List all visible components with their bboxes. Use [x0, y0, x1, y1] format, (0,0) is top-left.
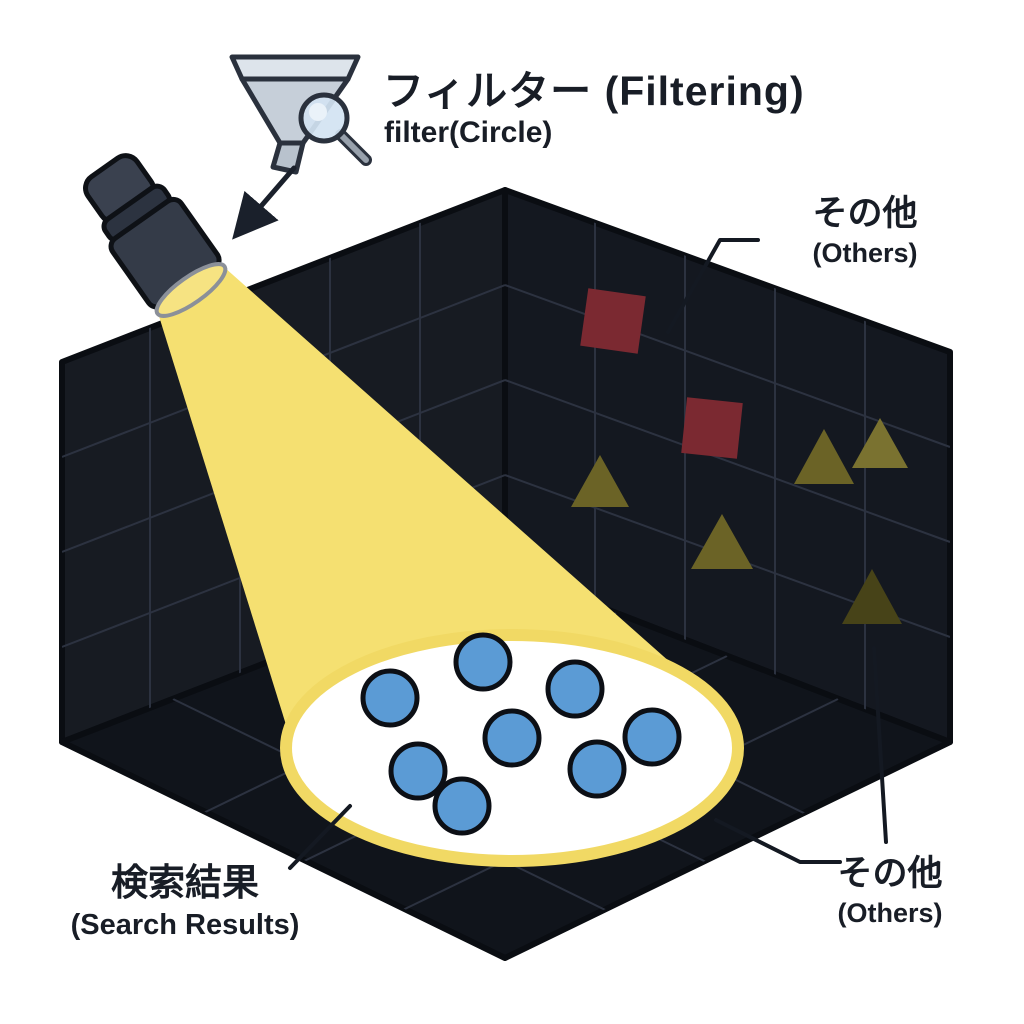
- result-circle: [360, 668, 420, 728]
- noise-triangle: [794, 429, 854, 484]
- others-top-label-jp: その他: [812, 194, 918, 233]
- funnel-rim: [229, 54, 361, 82]
- others-top-label: その他 (Others): [770, 194, 960, 269]
- others-bottom-label-jp: その他: [837, 854, 943, 893]
- noise-triangle: [691, 514, 753, 569]
- noise-triangle: [852, 418, 908, 468]
- result-circle: [388, 741, 448, 801]
- flashlight-icon: [83, 153, 228, 318]
- result-circle: [622, 707, 682, 767]
- result-circle: [432, 776, 492, 836]
- result-circle: [482, 708, 542, 768]
- result-circles: [360, 632, 682, 836]
- noise-shapes: [571, 288, 908, 624]
- results-leader: [288, 804, 352, 870]
- result-circle: [545, 659, 605, 719]
- search-results-label: 検索結果 (Search Results): [30, 862, 340, 942]
- result-circle: [453, 632, 513, 692]
- others-bottom-leader-pool: [714, 818, 842, 864]
- others-top-leader: [666, 238, 760, 334]
- others-bottom-label-en: (Others): [837, 898, 943, 929]
- others-top-label-en: (Others): [812, 238, 918, 269]
- others-bottom-label: その他 (Others): [795, 854, 985, 929]
- others-bottom-leader-wall: [872, 646, 888, 844]
- annotation-lines: [288, 238, 888, 870]
- filter-arrow: [232, 165, 297, 240]
- flashlight-lens: [154, 262, 228, 318]
- noise-square: [580, 288, 646, 354]
- filter-subtitle-label: filter(Circle): [384, 116, 553, 149]
- noise-triangle: [571, 455, 629, 507]
- noise-triangle: [842, 569, 902, 624]
- noise-square: [681, 397, 743, 459]
- result-circle: [567, 739, 627, 799]
- search-results-label-jp: 検索結果: [111, 862, 259, 903]
- filter-title-label: フィルター (Filtering): [383, 68, 805, 114]
- funnel-spout: [270, 140, 306, 175]
- magnifier-icon: [298, 92, 372, 166]
- search-results-label-en: (Search Results): [70, 908, 300, 941]
